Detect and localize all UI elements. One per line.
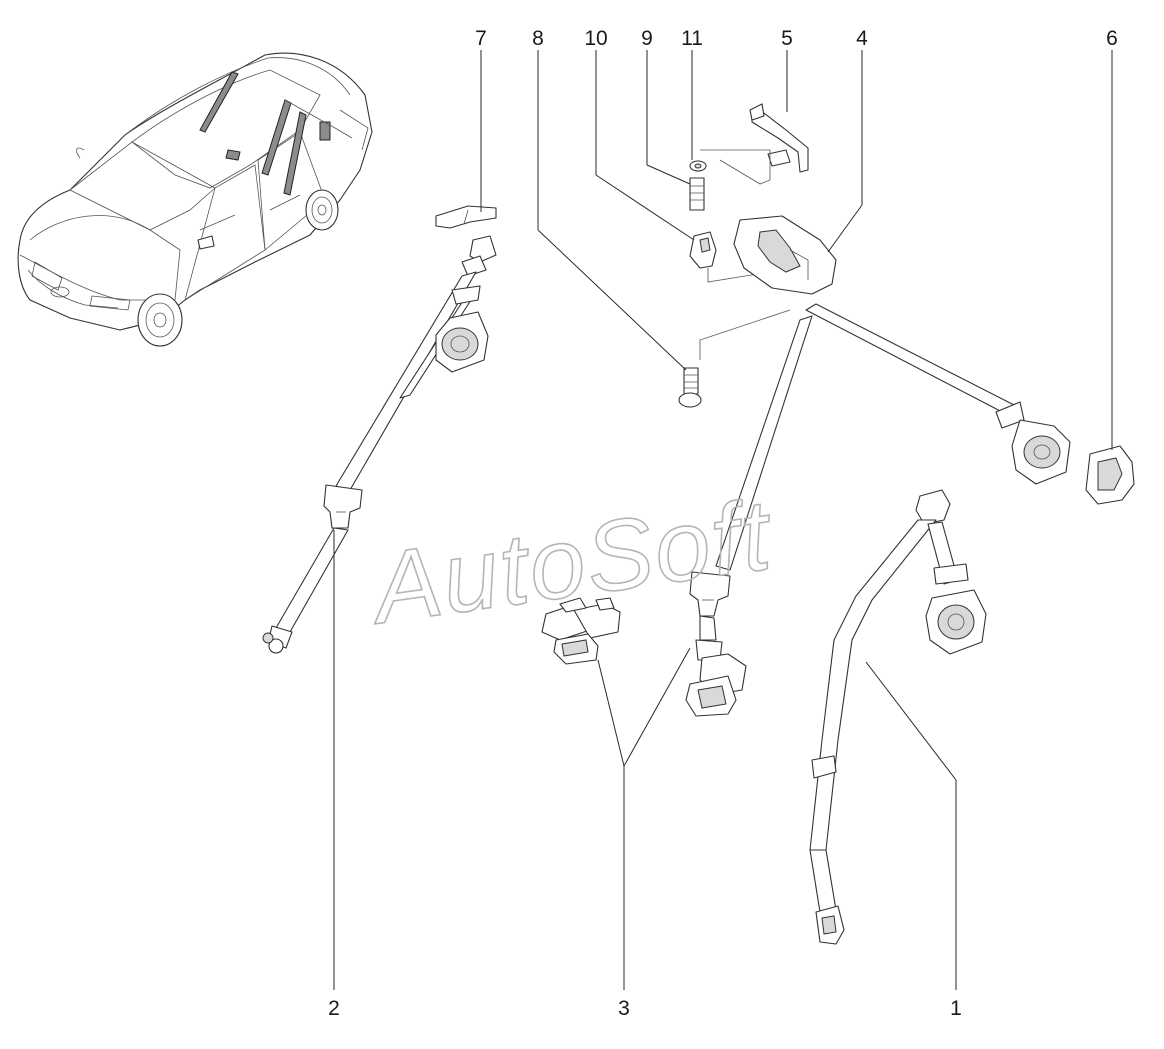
assembly-lines-upper xyxy=(699,149,791,360)
car-locator-illustration xyxy=(17,52,373,347)
part-1-seat-belt-assembly xyxy=(809,489,987,945)
part-9-bolt xyxy=(689,177,705,211)
callout-5: 5 xyxy=(781,27,793,50)
part-7-cover xyxy=(435,205,497,229)
callout-11: 11 xyxy=(681,27,703,50)
callout-3: 3 xyxy=(618,997,630,1020)
callout-labels: 7 8 10 9 11 5 4 6 2 3 1 xyxy=(328,27,1118,1020)
callout-6: 6 xyxy=(1106,27,1118,50)
part-11-washer xyxy=(689,160,707,172)
leader-lines xyxy=(333,50,1113,990)
part-8-bolt xyxy=(678,367,702,408)
part-3-center-belt xyxy=(685,303,1071,717)
part-3-buckle-set xyxy=(541,597,621,665)
part-10-nut xyxy=(689,231,717,269)
callout-9: 9 xyxy=(641,27,653,50)
callout-1: 1 xyxy=(950,997,962,1020)
callout-7: 7 xyxy=(475,27,487,50)
callout-8: 8 xyxy=(532,27,544,50)
part-5-bracket xyxy=(749,103,809,173)
callout-2: 2 xyxy=(328,997,340,1020)
callout-4: 4 xyxy=(856,27,868,50)
part-4-trim-cover xyxy=(733,215,837,295)
callout-10: 10 xyxy=(584,27,607,50)
part-2-seat-belt-assembly xyxy=(262,235,497,654)
part-6-cover xyxy=(1085,445,1135,505)
